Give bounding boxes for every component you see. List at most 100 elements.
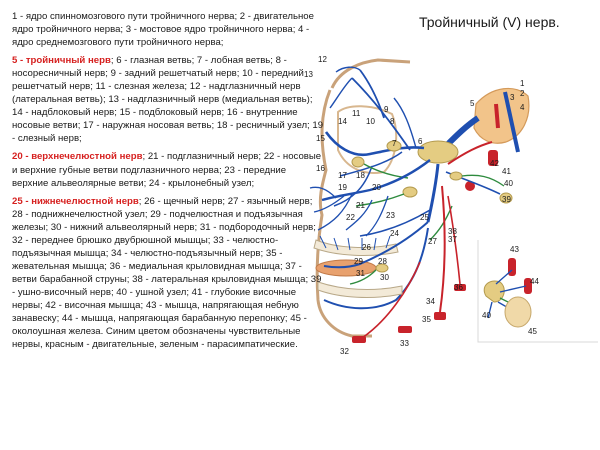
- label-15: 15: [316, 134, 325, 143]
- label-7: 7: [392, 139, 397, 148]
- mylohyoid-nerve: [361, 261, 421, 339]
- label-23: 23: [386, 211, 395, 220]
- label-36: 36: [454, 283, 463, 292]
- label-41: 41: [502, 167, 511, 176]
- label-1: 1: [520, 79, 525, 88]
- supratrochlear-branches: [329, 66, 361, 109]
- masseter-nerve: [439, 185, 446, 313]
- otic-parasympathetic: [461, 174, 505, 187]
- label-8: 8: [390, 117, 395, 126]
- legend-maxillary-section: 20 - верхнечелюстной нерв; 21 - подглазн…: [12, 150, 324, 189]
- legend-mandibular-section: 25 - нижнечелюстной нерв; 26 - щечный не…: [12, 195, 324, 352]
- lower-teeth: [317, 281, 403, 298]
- label-6: 6: [418, 137, 423, 146]
- submandibular-parasympathetic: [349, 269, 377, 285]
- diagram-title: Тройничный (V) нерв.: [419, 14, 560, 30]
- lacrimal-gland: [386, 140, 402, 152]
- label-13: 13: [304, 70, 313, 79]
- label-26: 26: [362, 243, 371, 252]
- frontal-nerve: [351, 69, 411, 151]
- label-2: 2: [520, 89, 525, 98]
- lacrimal-nerve: [393, 97, 417, 149]
- label-10: 10: [366, 117, 375, 126]
- label-21: 21: [356, 201, 365, 210]
- legend-ophthalmic-text: ; 6 - глазная ветвь; 7 - лобная ветвь; 8…: [12, 55, 324, 145]
- face-outline: [315, 58, 411, 338]
- medial-pterygoid-muscle: [454, 284, 466, 291]
- label-35: 35: [422, 315, 431, 324]
- label-38: 38: [448, 227, 457, 236]
- nucleus-spinal-tract: [503, 91, 520, 153]
- inset-nerves: [487, 269, 527, 319]
- label-12: 12: [318, 55, 327, 64]
- label-24: 24: [390, 229, 399, 238]
- inset-label-44: 44: [530, 277, 539, 286]
- label-25: 25: [420, 213, 429, 222]
- trigeminal-root: [443, 115, 480, 149]
- label-17: 17: [338, 171, 347, 180]
- inferior-alveolar-nerve: [323, 227, 429, 310]
- pterygopalatine-ganglion: [402, 186, 418, 198]
- legend-maxillary-text: ; 21 - подглазничный нерв; 22 - носовые …: [12, 151, 322, 189]
- label-29: 29: [354, 257, 363, 266]
- label-4: 4: [520, 103, 525, 112]
- label-11: 11: [352, 109, 361, 118]
- label-27: 27: [428, 237, 437, 246]
- tongue: [315, 259, 377, 277]
- label-3: 3: [510, 93, 515, 102]
- label-30: 30: [380, 273, 389, 282]
- submandibular-ganglion: [375, 263, 389, 273]
- buccal-nerve: [359, 209, 431, 237]
- ophthalmic-nerve: [324, 131, 425, 157]
- label-22: 22: [346, 213, 355, 222]
- inset-parotid-gland: [504, 296, 532, 328]
- label-28: 28: [378, 257, 387, 266]
- pterygopalatine-parasympathetic: [355, 193, 405, 207]
- inset-label-45: 45: [528, 327, 537, 336]
- legend: 1 - ядро спинномозгового пути тройничног…: [12, 10, 324, 351]
- label-19: 19: [338, 183, 347, 192]
- label-39: 39: [502, 195, 511, 204]
- legend-ophthalmic-section: 5 - тройничный нерв; 6 - глазная ветвь; …: [12, 54, 324, 145]
- masseter-muscle: [434, 312, 446, 320]
- mylohyoid-muscle: [398, 326, 412, 333]
- label-14: 14: [338, 117, 347, 126]
- ciliary-ganglion: [351, 156, 365, 168]
- legend-maxillary-label: 20 - верхнечелюстной нерв: [12, 151, 143, 163]
- label-42: 42: [490, 159, 499, 168]
- nucleus-motor: [494, 103, 500, 129]
- trigeminal-nerve-diagram: 1 2 3 4 5 6 7 8 9 10 11 12 13 14 15 16 1…: [304, 55, 600, 356]
- legend-mandibular-text: ; 26 - щечный нерв; 27 - язычный нерв; 2…: [12, 195, 322, 351]
- otic-ganglion: [449, 171, 463, 181]
- parotid-gland-small: [499, 192, 513, 204]
- deep-temporal-nerves: [447, 141, 493, 165]
- maxillary-nerve: [321, 159, 431, 202]
- inset-ganglion: [483, 280, 505, 303]
- label-34: 34: [426, 297, 435, 306]
- temporal-muscle: [488, 150, 498, 166]
- label-20: 20: [372, 183, 381, 192]
- label-31: 31: [356, 269, 365, 278]
- label-32: 32: [340, 347, 349, 356]
- upper-teeth: [313, 239, 399, 256]
- upper-teeth-nerves: [319, 235, 391, 251]
- medial-pterygoid-nerve: [447, 195, 461, 285]
- digastric-muscle: [352, 336, 366, 343]
- label-33: 33: [400, 339, 409, 348]
- infraorbital-branches: [309, 186, 353, 231]
- label-18: 18: [356, 171, 365, 180]
- superior-alveolar-branches: [345, 195, 389, 237]
- label-40: 40: [504, 179, 513, 188]
- inset-muscle-44: [524, 278, 532, 294]
- inset-label-40: 40: [482, 311, 491, 320]
- label-16: 16: [316, 164, 325, 173]
- label-5: 5: [470, 99, 475, 108]
- legend-nuclei: 1 - ядро спинномозгового пути тройничног…: [12, 11, 314, 49]
- label-37: 37: [448, 235, 457, 244]
- lateral-pterygoid-muscle: [465, 181, 475, 191]
- lingual-nerve: [323, 221, 429, 269]
- legend-trigeminal-label: 5 - тройничный нерв: [12, 55, 111, 67]
- legend-mandibular-label: 25 - нижнечелюстной нерв: [12, 195, 139, 207]
- inset-line-1: [477, 240, 598, 343]
- trigeminal-ganglion: [417, 140, 459, 164]
